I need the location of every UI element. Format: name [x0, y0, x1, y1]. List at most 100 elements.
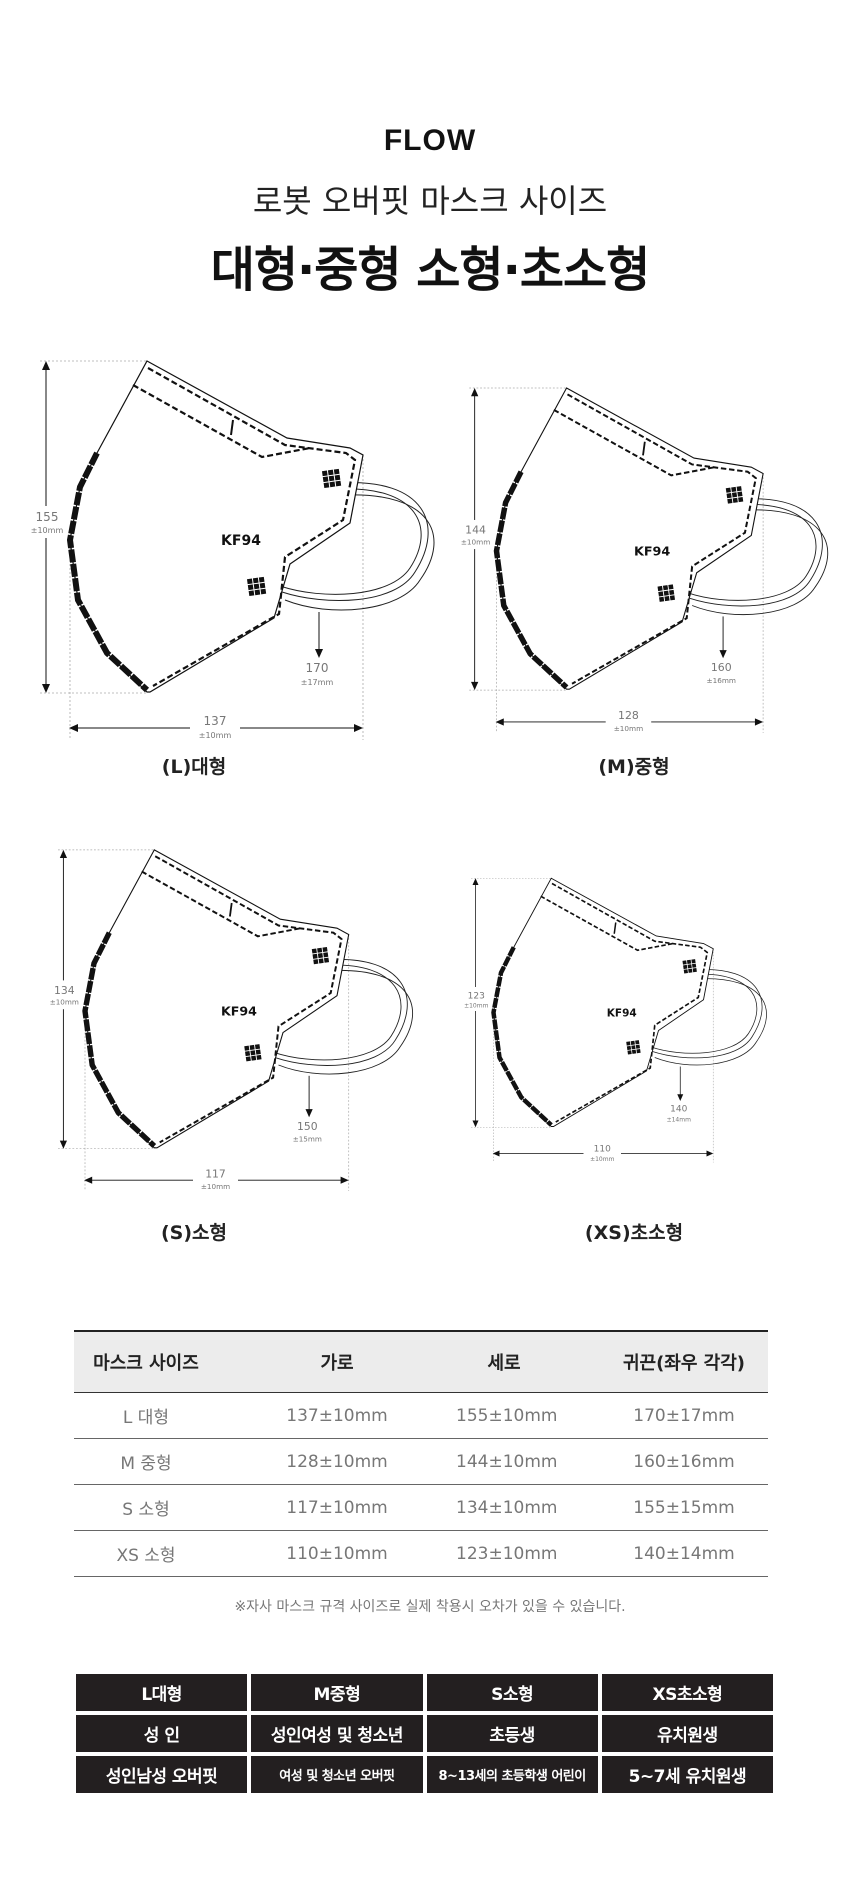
guide-fit: 5~7세 유치원생 — [601, 1756, 773, 1793]
mask-mark: KF94 — [221, 533, 261, 549]
mask-label-xs: (XS)초소형 — [584, 1222, 684, 1244]
dimension-guides — [58, 849, 350, 1191]
page-subtitle: 로봇 오버핏 마스크 사이즈 — [252, 182, 608, 220]
width-arrow — [69, 724, 363, 732]
ear-loop-value: 150 — [297, 1120, 318, 1133]
nose-wire-mark — [229, 902, 233, 917]
ear-loop-anchor-icon — [244, 1044, 262, 1062]
ear-loop-anchor-icon — [311, 946, 330, 965]
cell-ear-loop: 160±16mm — [633, 1451, 735, 1472]
mask-edge-seam — [82, 931, 157, 1148]
nose-wire-stitching — [540, 895, 674, 952]
ear-loop-anchor-icon — [682, 959, 697, 974]
ear-loop-arrow — [719, 616, 727, 659]
guide-target: 초등생 — [426, 1715, 598, 1752]
height-tolerance: ±10mm — [50, 998, 79, 1007]
height-value: 134 — [54, 984, 75, 997]
ear-loop-anchor-icon — [725, 486, 744, 504]
mask-diagram: KF94 134 ±10mm 117 ±10mm 150 ±15mm — [47, 849, 414, 1191]
table-header: 마스크 사이즈 가로 세로 귀끈(좌우 각각) — [74, 1332, 768, 1393]
height-value: 144 — [465, 524, 486, 537]
cell-width: 128±10mm — [286, 1451, 388, 1472]
mask-label-l: (L)대형 — [161, 756, 227, 778]
mask-mark: KF94 — [221, 1004, 257, 1019]
guide-fit: 성인남성 오버핏 — [76, 1756, 248, 1793]
mask-mark: KF94 — [607, 1007, 637, 1019]
page-title: 대형·중형 소형·초소형 — [210, 242, 651, 298]
guide-target: 유치원생 — [601, 1715, 773, 1752]
nose-wire-mark — [613, 922, 617, 934]
cell-size: XS 소형 — [116, 1546, 176, 1566]
size-guide-grid: L대형 M중형 S소형 XS초소형 성 인 성인여성 및 청소년 초등생 유치원… — [76, 1674, 773, 1793]
nose-wire-stitching — [141, 870, 302, 938]
mask-stitching — [147, 367, 357, 687]
height-tolerance: ±10mm — [464, 1002, 489, 1009]
width-value: 110 — [594, 1144, 611, 1154]
ear-loop-arrow — [677, 1066, 684, 1101]
cell-ear-loop: 140±14mm — [633, 1543, 735, 1564]
ear-loop-value: 160 — [711, 661, 732, 674]
mask-diagram: KF94 144 ±10mm 128 ±10mm 160 ±16mm — [458, 387, 829, 733]
ear-loop-value: 170 — [306, 661, 329, 675]
size-disclaimer: ※자사 마스크 규격 사이즈로 실제 착용시 오차가 있을 수 있습니다. — [234, 1599, 626, 1615]
ear-loop — [273, 958, 414, 1075]
mask-edge-seam — [493, 470, 569, 690]
dimension-guides — [469, 387, 764, 733]
cell-height: 155±10mm — [456, 1405, 558, 1426]
col-header-height: 세로 — [487, 1353, 521, 1374]
dimension-guides — [40, 360, 364, 740]
nose-wire-mark — [230, 419, 234, 436]
width-tolerance: ±10mm — [590, 1156, 615, 1163]
mask-edge-seam — [66, 451, 150, 693]
width-tolerance: ±10mm — [614, 724, 644, 733]
cell-height: 144±10mm — [456, 1451, 558, 1472]
width-value: 137 — [204, 714, 227, 728]
width-arrow — [84, 1176, 349, 1184]
table-row: S 소형 117±10mm 134±10mm 155±15mm — [74, 1485, 768, 1531]
cell-width: 110±10mm — [286, 1543, 388, 1564]
mask-stitching — [566, 393, 757, 685]
mask-mark: KF94 — [634, 544, 670, 559]
width-tolerance: ±10mm — [201, 1182, 230, 1191]
cell-size: M 중형 — [120, 1454, 172, 1474]
col-header-width: 가로 — [320, 1353, 354, 1374]
height-tolerance: ±10mm — [461, 538, 491, 547]
mask-diagram: KF94 155 ±10mm 137 ±10mm 170 ±17mm — [28, 360, 435, 740]
mask-edge-seam — [491, 946, 553, 1127]
ear-loop — [687, 498, 829, 615]
table-row: XS 소형 110±10mm 123±10mm 140±14mm — [74, 1531, 768, 1577]
guide-target: 성 인 — [76, 1715, 248, 1752]
ear-loop-value: 140 — [670, 1105, 687, 1115]
ear-loop-anchor-icon — [246, 576, 267, 597]
col-header-ear-loop: 귀끈(좌우 각각) — [622, 1353, 746, 1374]
brand-logo: FLOW — [383, 124, 477, 157]
cell-size: S 소형 — [122, 1500, 170, 1520]
guide-size: M중형 — [251, 1674, 423, 1711]
ear-loop-tolerance: ±16mm — [707, 676, 737, 685]
size-table: 마스크 사이즈 가로 세로 귀끈(좌우 각각) L 대형 137±10mm 15… — [74, 1330, 768, 1577]
mask-label-s: (S)소형 — [160, 1222, 227, 1244]
height-tolerance: ±10mm — [31, 526, 64, 535]
mask-diagram: KF94 123 ±10mm 110 ±10mm 140 ±14mm — [462, 877, 767, 1163]
ear-loop-anchor-icon — [626, 1040, 641, 1055]
ear-loop-anchor-icon — [657, 584, 676, 602]
guide-size: L대형 — [76, 1674, 248, 1711]
ear-loop — [279, 482, 435, 611]
col-header-size: 마스크 사이즈 — [93, 1353, 199, 1374]
mask-stitching — [551, 882, 709, 1123]
guide-fit: 8~13세의 초등학생 어린이 — [426, 1756, 598, 1793]
table-row: L 대형 137±10mm 155±10mm 170±17mm — [74, 1393, 768, 1439]
cell-width: 137±10mm — [286, 1405, 388, 1426]
height-value: 123 — [468, 991, 485, 1001]
guide-size: S소형 — [426, 1674, 598, 1711]
nose-wire-stitching — [553, 408, 716, 477]
mask-label-m: (M)중형 — [598, 756, 670, 778]
ear-loop-arrow — [305, 1075, 313, 1118]
cell-height: 134±10mm — [456, 1497, 558, 1518]
ear-loop-arrow — [315, 612, 323, 658]
width-arrow — [495, 718, 764, 726]
mask-stitching — [154, 855, 343, 1144]
ear-loop-tolerance: ±15mm — [293, 1135, 322, 1144]
width-tolerance: ±10mm — [199, 731, 232, 740]
ear-loop-tolerance: ±17mm — [301, 678, 334, 687]
